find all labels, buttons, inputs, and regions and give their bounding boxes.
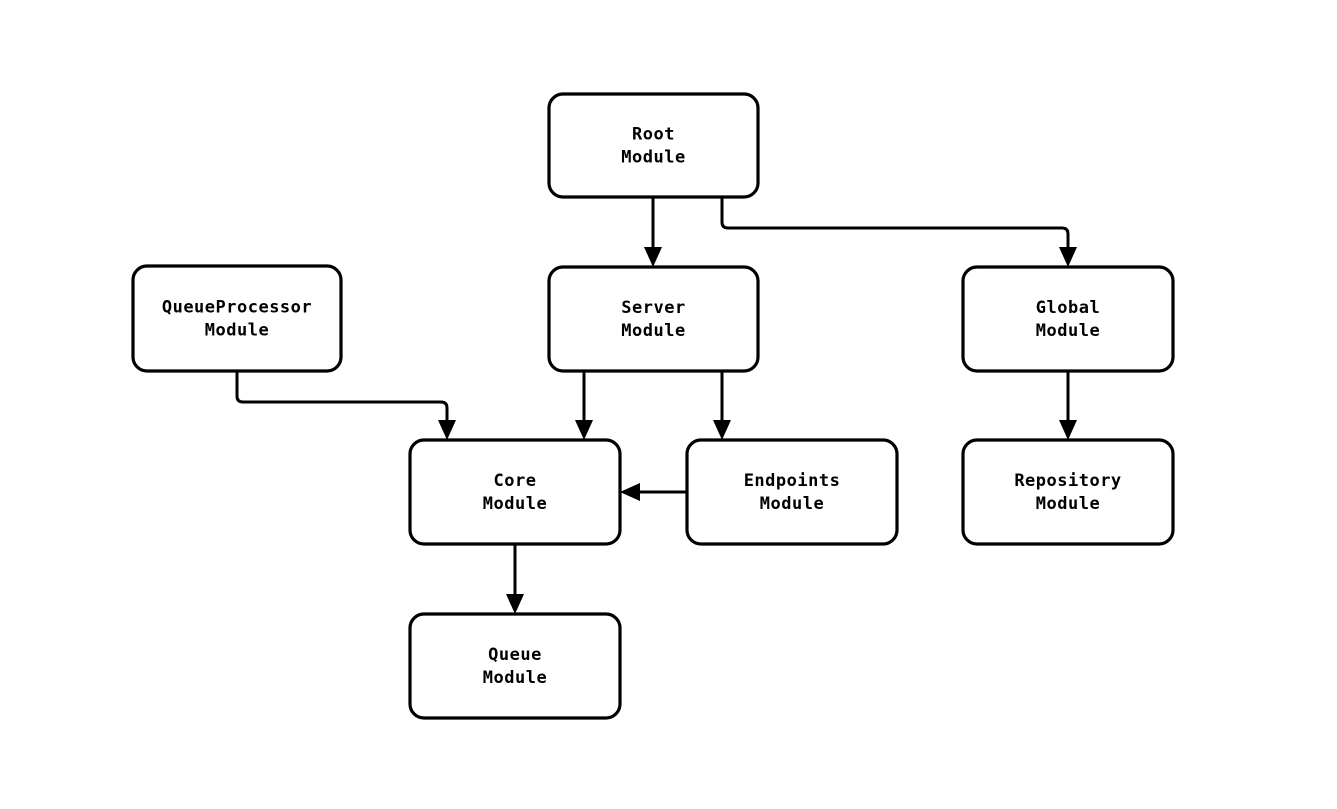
edge-root-to-global-line [720,197,1070,252]
server-module-label-line1: Server [621,298,685,318]
core-module-box[interactable] [408,438,622,546]
root-module-box[interactable] [547,92,760,199]
repository-module-box[interactable] [961,438,1175,546]
global-module-box[interactable] [961,265,1175,373]
edge-queueprocessor-to-core-arrowhead-icon [438,420,456,440]
root-module-label-line1: Root [632,125,675,145]
edge-global-to-repository [1059,371,1077,440]
global-module-label-line2: Module [1036,321,1100,341]
core-module-label-line2: Module [483,494,547,514]
edge-server-to-core [575,371,593,440]
endpoints-module-label-line2: Module [760,494,824,514]
edge-root-to-server-arrowhead-icon [644,247,662,267]
edge-root-to-global-arrowhead-icon [1059,247,1077,267]
queueprocessor-module-label-line1: QueueProcessor [162,298,312,318]
edge-server-to-endpoints [713,371,731,440]
queueprocessor-module-box[interactable] [131,264,343,373]
server-module-box[interactable] [547,265,760,373]
global-module-label-line1: Global [1036,298,1100,318]
edge-endpoints-to-core [620,483,687,501]
root-module-label-line2: Module [621,148,685,168]
edge-root-to-server [644,197,662,267]
queue-module-box[interactable] [408,612,622,720]
core-module-label-line1: Core [494,471,537,491]
repository-module-label-line1: Repository [1014,471,1121,491]
repository-module-label-line2: Module [1036,494,1100,514]
edge-global-to-repository-arrowhead-icon [1059,420,1077,440]
queue-module-label-line1: Queue [488,645,542,665]
edges-layer [235,197,1077,614]
edge-root-to-global [720,197,1077,267]
edge-core-to-queue [506,544,524,614]
queue-module-label-line2: Module [483,668,547,688]
edge-server-to-core-arrowhead-icon [575,420,593,440]
edge-core-to-queue-arrowhead-icon [506,594,524,614]
edge-server-to-endpoints-arrowhead-icon [713,420,731,440]
server-module-label-line2: Module [621,321,685,341]
queueprocessor-module-label-line2: Module [205,321,269,341]
edge-endpoints-to-core-arrowhead-icon [620,483,640,501]
endpoints-module-box[interactable] [685,438,899,546]
edge-queueprocessor-to-core-line [235,371,449,425]
endpoints-module-label-line1: Endpoints [744,471,841,491]
edge-queueprocessor-to-core [235,371,456,440]
